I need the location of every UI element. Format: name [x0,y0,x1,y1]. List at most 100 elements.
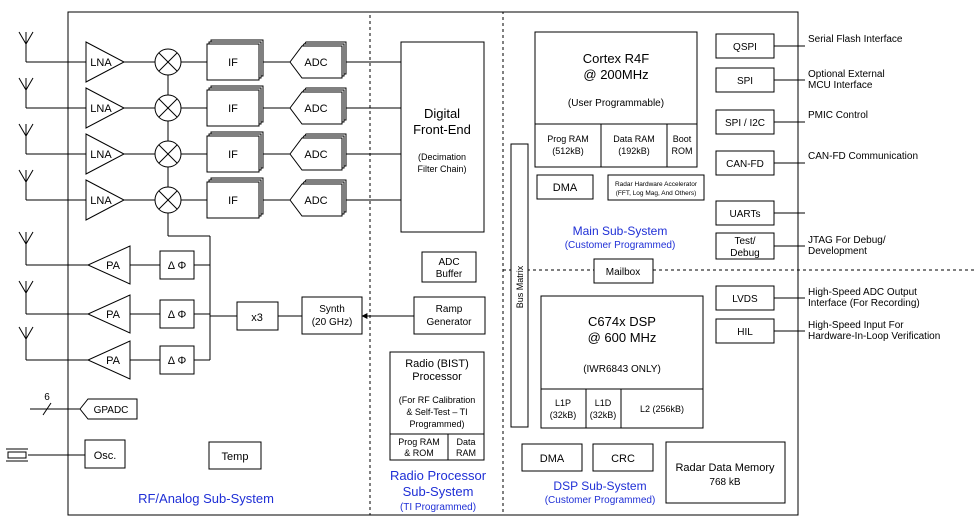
rx-antenna-icon [18,77,34,100]
radio-prog-ram-label: Prog RAM [398,437,440,447]
gpadc-label: GPADC [94,405,129,416]
adc-buffer-label-2: Buffer [436,269,463,280]
peripheral-block [715,109,775,135]
ramp-generator-block [413,296,486,335]
peripheral-label: SPI [737,76,753,87]
mailbox-block [593,258,654,284]
dsp-note: (IWR6843 ONLY) [583,364,661,375]
peripheral-block [715,150,775,176]
phase-shifter-label: Δ Φ [168,260,187,272]
radar-memory-label: Radar Data Memory [675,462,775,474]
peripheral-label: SPI / I2C [725,118,765,129]
dsp-freq: @ 600 MHz [588,330,657,345]
peripheral-block [715,232,775,260]
if-label: IF [228,149,238,161]
mixer-icon [154,140,182,168]
adc-label: ADC [304,103,327,115]
radar-data-memory-block [665,441,786,504]
pa-label: PA [106,355,121,367]
lna-amplifier [85,87,126,129]
adc-block [289,87,347,125]
oscillator-label: Osc. [94,450,117,462]
radio-processor-title: Radio (BIST) [405,358,469,370]
adc-label: ADC [304,149,327,161]
crystal-icon [6,448,85,462]
adc-block [289,179,347,217]
gpadc-block [79,398,138,420]
dsp-l1d: L1D [595,398,612,408]
peripheral-description: CAN-FD Communication [808,151,918,162]
gpadc-bus-width: 6 [44,392,50,403]
dsp-subsystem-title: DSP Sub-System [553,479,646,493]
mixer-icon [154,48,182,76]
tx-antenna-icon [18,231,34,254]
rx-antenna-icon [18,169,34,192]
synth-freq: (20 GHz) [312,317,353,328]
mixer-icon [154,186,182,214]
dsp-l1p-size: (32kB) [550,410,577,420]
adc-block [289,41,347,79]
peripheral-description: Hardware-In-Loop Verification [808,331,940,342]
peripheral-description: Serial Flash Interface [808,34,903,45]
cortex-title: Cortex R4F [583,51,650,66]
crc-block [592,443,654,472]
radio-prog-ram-label-2: & ROM [404,448,434,458]
main-dma-label: DMA [553,182,578,194]
digital-front-end-block [400,41,485,233]
hardware-accelerator-block [607,174,705,201]
phase-shifter-label: Δ Φ [168,309,187,321]
peripheral-description: PMIC Control [808,110,868,121]
if-filter-block [206,85,264,127]
adc-block [289,133,347,171]
radio-processor-note-3: Programmed) [409,419,464,429]
c674x-dsp-block [540,295,704,429]
cortex-prog-ram: Prog RAM [547,134,589,144]
synth-label: Synth [319,304,345,315]
lna-label: LNA [90,149,112,161]
cortex-boot-rom: Boot [673,134,692,144]
multiplier-label: x3 [251,312,263,324]
dsp-l2: L2 (256kB) [640,404,684,414]
temp-sensor-block [208,441,262,470]
if-label: IF [228,57,238,69]
radio-subsystem-title-2: Sub-System [403,484,474,499]
peripheral-description: JTAG For Debug/ [808,235,886,246]
radio-subsystem-region [369,11,504,516]
crc-label: CRC [611,453,635,465]
main-subsystem-note: (Customer Programmed) [565,240,676,251]
dfe-subtitle: (Decimation [418,152,466,162]
phase-shifter-block [159,299,195,329]
dsp-title: C674x DSP [588,314,656,329]
dsp-dma-label: DMA [540,453,565,465]
adc-buffer-block [421,251,477,283]
cortex-note: (User Programmable) [568,98,664,109]
radio-data-ram-label: Data [456,437,475,447]
if-filter-block [206,177,264,219]
cortex-data-ram-size: (192kB) [618,146,650,156]
radio-processor-title-2: Processor [412,371,462,383]
peripheral-description: Interface (For Recording) [808,298,920,309]
if-filter-block [206,39,264,81]
lna-label: LNA [90,103,112,115]
peripheral-label: LVDS [732,294,758,305]
rf-subsystem-title: RF/Analog Sub-System [138,491,274,506]
ramp-label: Ramp [436,304,463,315]
tx-antenna-icon [18,326,34,349]
adc-label: ADC [304,195,327,207]
pa-label: PA [106,309,121,321]
if-label: IF [228,195,238,207]
radio-subsystem-title: Radio Processor [390,468,487,483]
ramp-label-2: Generator [426,317,472,328]
peripheral-label: QSPI [733,42,757,53]
lna-amplifier [85,133,126,175]
peripheral-description: High-Speed Input For [808,320,904,331]
phase-shifter-label: Δ Φ [168,355,187,367]
mixer-icon [154,94,182,122]
dsp-l1d-size: (32kB) [590,410,617,420]
lna-amplifier [85,179,126,221]
if-label: IF [228,103,238,115]
peripheral-label: Debug [730,248,759,259]
